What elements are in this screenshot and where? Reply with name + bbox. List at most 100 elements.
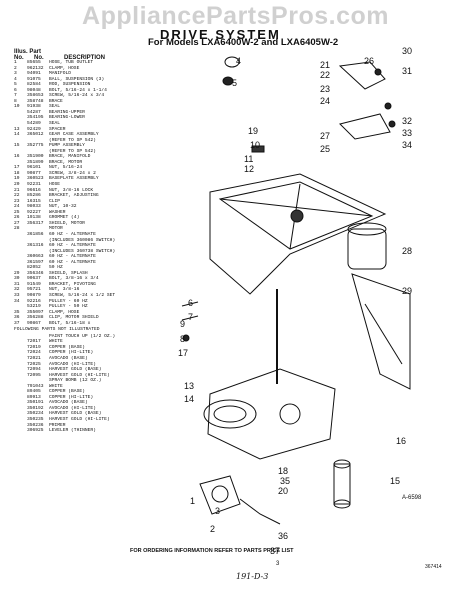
callout-label: 18 bbox=[278, 466, 288, 476]
illus-number: 37 bbox=[14, 320, 20, 326]
part-number: 72021 bbox=[27, 355, 41, 361]
part-number: 350236 bbox=[27, 422, 44, 428]
part-number: 92231 bbox=[27, 182, 41, 188]
part-description: BRACKET, ADJUSTING bbox=[49, 193, 99, 199]
callout-label: 12 bbox=[244, 164, 254, 174]
callout-label: 15 bbox=[390, 476, 400, 486]
part-number: 98048 bbox=[27, 87, 41, 93]
part-number: 90877 bbox=[27, 170, 41, 176]
not-illustrated-header: FOLLOWING PARTS NOT ILLUSTRATED bbox=[14, 327, 100, 333]
illus-number: 19 bbox=[14, 176, 20, 182]
part-description: AVOCADO (BASE) bbox=[49, 355, 88, 361]
part-description: NUT, 10-32 bbox=[49, 204, 77, 210]
list-item: (REFER TO SP 542) bbox=[14, 138, 142, 144]
part-number: 72025 bbox=[27, 361, 41, 367]
callout-label: 23 bbox=[320, 84, 330, 94]
part-number: 72017 bbox=[27, 339, 41, 345]
part-number: 350234 bbox=[27, 411, 44, 417]
part-description: MOTOR bbox=[49, 226, 63, 232]
callout-group: 1234567891011121314151617181920212223242… bbox=[178, 46, 412, 556]
part-number: 94091 bbox=[27, 71, 41, 77]
header-illus: Illus. Part bbox=[14, 49, 42, 55]
part-number: 85286 bbox=[27, 193, 41, 199]
part-description: 60 HZ - ALTERNATE bbox=[49, 243, 96, 249]
callout-label: 31 bbox=[402, 66, 412, 76]
part-description: 60 HZ - ALTERNATE bbox=[49, 254, 96, 260]
part-description: WHITE bbox=[49, 339, 63, 345]
part-description: CLAMP, HOSE bbox=[49, 65, 80, 71]
illus-number: 32 bbox=[14, 287, 20, 293]
part-description: COPPER (BASE) bbox=[49, 389, 85, 395]
nut-part bbox=[222, 76, 234, 86]
seal-part bbox=[251, 145, 265, 153]
part-description: HOSE, TUB OUTLET bbox=[49, 60, 94, 65]
callout-label: 21 bbox=[320, 60, 330, 70]
illus-number: 30 bbox=[14, 276, 20, 282]
callout-label: 26 bbox=[364, 56, 374, 66]
illus-number: 13 bbox=[14, 126, 20, 132]
illus-number: 3 bbox=[14, 71, 17, 77]
part-number: 90867 bbox=[27, 320, 41, 326]
part-number: 54289 bbox=[27, 121, 41, 127]
part-description: WHITE bbox=[49, 383, 63, 389]
part-number: 72095 bbox=[27, 372, 41, 378]
part-number: 82584 bbox=[27, 82, 41, 88]
part-description: (REFER TO SP 542) bbox=[49, 148, 96, 154]
hose-part bbox=[239, 498, 281, 525]
part-description: AVOCADO (HI-LITE) bbox=[49, 405, 96, 411]
part-description: SPRAY BOMB (12 OZ.) bbox=[49, 378, 102, 384]
illus-number: 5 bbox=[14, 82, 17, 88]
part-description: SHIELD, SPLASH bbox=[49, 270, 88, 276]
part-description: BRACKET, PIVOTING bbox=[49, 281, 96, 287]
illus-number: 14 bbox=[14, 132, 20, 138]
figure-code: A-6598 bbox=[402, 495, 422, 501]
callout-label: 34 bbox=[402, 140, 412, 150]
callout-label: 29 bbox=[402, 286, 412, 296]
part-number: 360663 bbox=[27, 254, 44, 260]
part-description: PULLEY - 60 HZ bbox=[49, 298, 88, 304]
callout-label: 35 bbox=[280, 476, 290, 486]
part-number: 351899 bbox=[27, 159, 44, 165]
part-description: BASEPLATE ASSEMBLY bbox=[49, 176, 99, 182]
callout-label: 22 bbox=[320, 70, 330, 80]
part-number: 90637 bbox=[27, 276, 41, 282]
part-number: 72019 bbox=[27, 344, 41, 350]
callout-label: 37 bbox=[270, 546, 280, 556]
bracket-part-2 bbox=[339, 113, 391, 140]
part-description: 60 HZ - ALTERNATE bbox=[49, 259, 96, 265]
baseplate-part bbox=[209, 173, 387, 295]
part-description: NUT, 3/8-16 bbox=[49, 287, 80, 293]
part-number: 16315 bbox=[27, 198, 41, 204]
part-description: SCREW, 5/16-24 x 3/4 bbox=[49, 93, 105, 99]
doc-code: 367414 bbox=[425, 564, 442, 570]
page-title: DRIVE SYSTEM bbox=[160, 27, 281, 42]
callout-label: 5 bbox=[232, 78, 237, 88]
part-number: 962132 bbox=[27, 65, 44, 71]
callout-label: 36 bbox=[278, 531, 288, 541]
part-number: 91938 bbox=[27, 104, 41, 110]
part-description: GEAR CASE ASSEMBLY bbox=[49, 132, 99, 138]
callout-label: 16 bbox=[396, 436, 406, 446]
list-item: SPRAY BOMB (12 OZ.) bbox=[14, 378, 142, 384]
part-number: 306925 bbox=[27, 428, 44, 434]
part-number: 89913 bbox=[27, 394, 41, 400]
